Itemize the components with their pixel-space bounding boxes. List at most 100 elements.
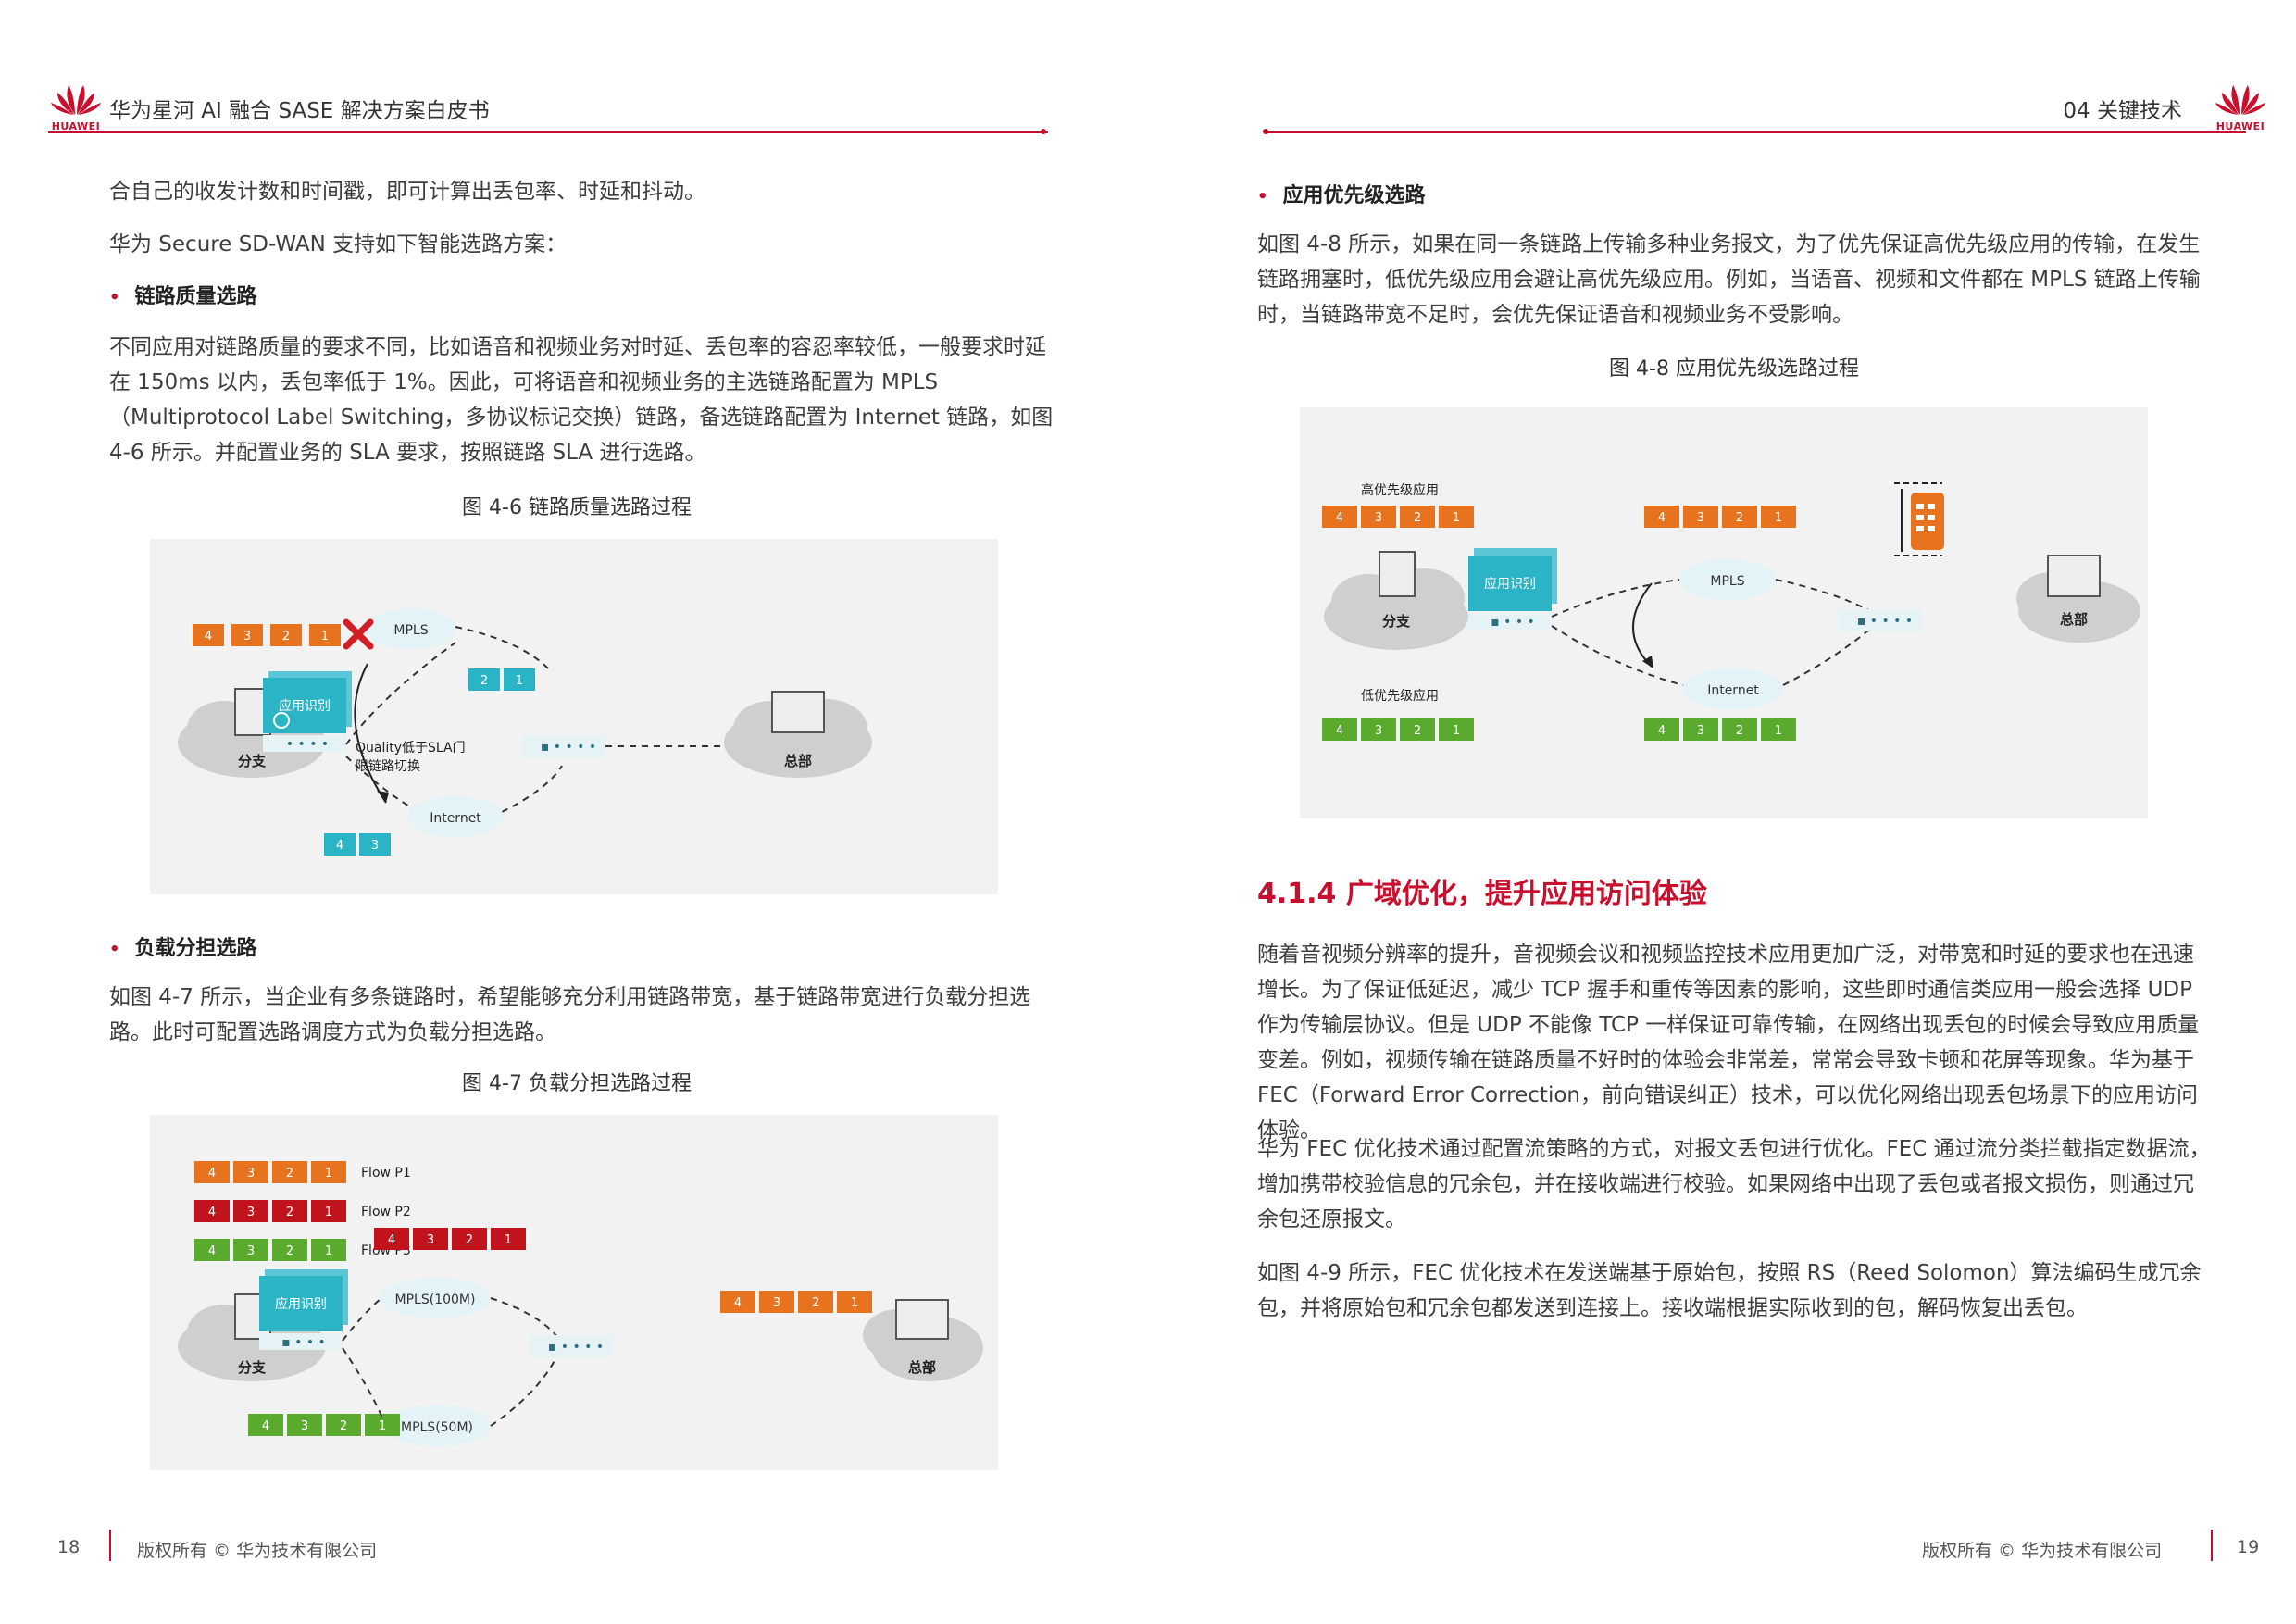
paragraph-sdwan: 华为 Secure SD-WAN 支持如下智能选路方案：: [109, 232, 568, 256]
svg-text:1: 1: [1775, 511, 1782, 525]
svg-text:3: 3: [1375, 724, 1382, 738]
svg-text:2: 2: [812, 1296, 819, 1310]
svg-text:4: 4: [1658, 511, 1666, 525]
packet: [468, 668, 500, 691]
paragraph-wan-optimization: 随着音视频分辨率的提升，音视频会议和视频监控技术应用更加广泛，对带宽和时延的要求…: [1257, 943, 2200, 1143]
figure-4-6: 4 3 2 1 分支 应用识别 • • • •: [150, 539, 998, 894]
hq-device: [1839, 609, 1922, 631]
logo-wordmark: HUAWEI: [51, 120, 101, 132]
flow-p1-at-hq: 4 3 2 1: [720, 1291, 872, 1313]
packet-label: 1: [321, 630, 329, 643]
packet: [309, 624, 341, 646]
svg-text:4: 4: [208, 1167, 216, 1181]
svg-text:2: 2: [1414, 511, 1421, 525]
paragraph-app-priority: 如图 4-8 所示，如果在同一条链路上传输多种业务报文，为了优先保证高优先级应用…: [1257, 232, 2201, 327]
svg-text:4: 4: [208, 1244, 216, 1258]
huawei-petal-icon: [51, 85, 101, 115]
svg-text:2: 2: [286, 1206, 293, 1219]
bandwidth-icon: [1894, 482, 1944, 556]
header-dot: [1041, 129, 1046, 134]
hq-label: 总部: [784, 753, 812, 769]
huawei-logo: HUAWEI: [2213, 80, 2268, 132]
svg-text:2: 2: [286, 1167, 293, 1181]
link-to-internet: [345, 756, 429, 818]
packet-label: 2: [282, 630, 290, 643]
hq-cloud: 总部: [863, 1299, 983, 1381]
flow-p3-on-mpls50: 4 3 2 1: [248, 1414, 400, 1436]
svg-text:▪ • • •: ▪ • • •: [1491, 615, 1535, 630]
svg-text:▪ • • • •: ▪ • • • •: [1857, 614, 1913, 629]
paragraph-intro: 合自己的收发计数和时间戳，即可计算出丢包率、时延和抖动。: [109, 180, 705, 204]
low-priority-label: 低优先级应用: [1361, 688, 1439, 704]
failure-x-icon: [343, 618, 374, 650]
link-mpls-hq: [455, 626, 549, 669]
switch-note-line1: Quality低于SLA门: [356, 741, 466, 756]
header-dot: [1263, 129, 1268, 134]
hq-cloud: 总部: [724, 691, 872, 778]
svg-text:2: 2: [480, 674, 488, 688]
svg-text:4: 4: [734, 1296, 742, 1310]
mpls-cloud: MPLS: [367, 608, 455, 649]
svg-text:3: 3: [371, 839, 379, 853]
building-icon: [1379, 551, 1416, 597]
internet-packets: 4 3 2 1: [1644, 718, 1796, 741]
svg-text:4: 4: [388, 1233, 395, 1247]
svg-text:4: 4: [1336, 724, 1343, 738]
datacenter-icon: [895, 1299, 949, 1340]
mpls-packets: 4 3 2 1: [1644, 506, 1796, 528]
app-id-device: 应用识别 • • • •: [263, 671, 352, 752]
svg-text:3: 3: [773, 1296, 780, 1310]
app-id-label: 应用识别: [1484, 576, 1536, 592]
svg-text:1: 1: [851, 1296, 858, 1310]
svg-text:2: 2: [466, 1233, 473, 1247]
flow-p2-on-mpls: 4 3 2 1: [374, 1228, 526, 1250]
copyright: 版权所有 © 华为技术有限公司: [137, 1541, 378, 1561]
packet: [193, 624, 224, 646]
svg-text:1: 1: [325, 1206, 332, 1219]
packet-label: 3: [243, 630, 251, 643]
avoid-arrow: [1632, 582, 1653, 668]
hq-device: [522, 735, 605, 757]
switch-note-line2: 限链路切换: [356, 758, 420, 774]
svg-text:1: 1: [516, 674, 523, 688]
mpls-label: MPLS: [1710, 574, 1744, 589]
bullet-load-balance: •负载分担选路: [109, 937, 257, 960]
switch-arrow: [354, 663, 387, 804]
svg-text:1: 1: [1775, 724, 1782, 738]
svg-text:1: 1: [505, 1233, 512, 1247]
low-priority-packets: 4 3 2 1: [1322, 718, 1474, 741]
paragraph-fec: 华为 FEC 优化技术通过配置流策略的方式，对报文丢包进行优化。FEC 通过流分…: [1257, 1137, 2211, 1231]
svg-text:▪ • • • •: ▪ • • • •: [548, 1340, 604, 1355]
app-id-device: 应用识别 ▪ • • •: [259, 1269, 348, 1350]
flow-p2: 4 3 2 1 Flow P2: [194, 1200, 411, 1222]
packet-label: 4: [205, 630, 212, 643]
svg-text:3: 3: [1375, 511, 1382, 525]
flow-p1: 4 3 2 1 Flow P1: [194, 1161, 411, 1183]
paragraph-load-balance: 如图 4-7 所示，当企业有多条链路时，希望能够充分利用链路带宽，基于链路带宽进…: [109, 985, 1031, 1044]
app-id-label: 应用识别: [279, 698, 331, 714]
huawei-petal-icon: [2215, 85, 2265, 115]
link-internet-hq: [501, 765, 563, 813]
paragraph-fig-4-9: 如图 4-9 所示，FEC 优化技术在发送端基于原始包，按照 RS（Reed S…: [1257, 1261, 2202, 1320]
figure-caption-4-8: 图 4-8 应用优先级选路过程: [1609, 357, 1859, 381]
magnifier-icon: [273, 712, 290, 729]
copyright: 版权所有 © 华为技术有限公司: [1922, 1541, 2163, 1561]
svg-text:3: 3: [1697, 511, 1704, 525]
app-id-label: 应用识别: [275, 1296, 327, 1312]
svg-text:4: 4: [1336, 511, 1343, 525]
hq-label: 总部: [2060, 611, 2088, 628]
svg-text:▪ • • • •: ▪ • • • •: [541, 740, 596, 755]
figure-caption-4-6: 图 4-6 链路质量选路过程: [462, 496, 692, 519]
svg-text:4: 4: [1658, 724, 1666, 738]
mpls-100m-label: MPLS(100M): [395, 1293, 476, 1307]
internet-label: Internet: [430, 811, 481, 826]
link-to-mpls: [345, 642, 456, 745]
svg-text:1: 1: [1453, 724, 1460, 738]
hq-label: 总部: [908, 1359, 936, 1376]
datacenter-icon: [771, 691, 825, 733]
svg-text:3: 3: [301, 1419, 308, 1433]
bullet-app-priority: •应用优先级选路: [1257, 184, 1426, 207]
internet-cloud: Internet: [407, 796, 504, 837]
svg-text:2: 2: [340, 1419, 347, 1433]
right-page: 04 关键技术 HUAWEI •应用优先级选路 如图 4-8 所示，如果在同一条…: [1148, 0, 2296, 1624]
